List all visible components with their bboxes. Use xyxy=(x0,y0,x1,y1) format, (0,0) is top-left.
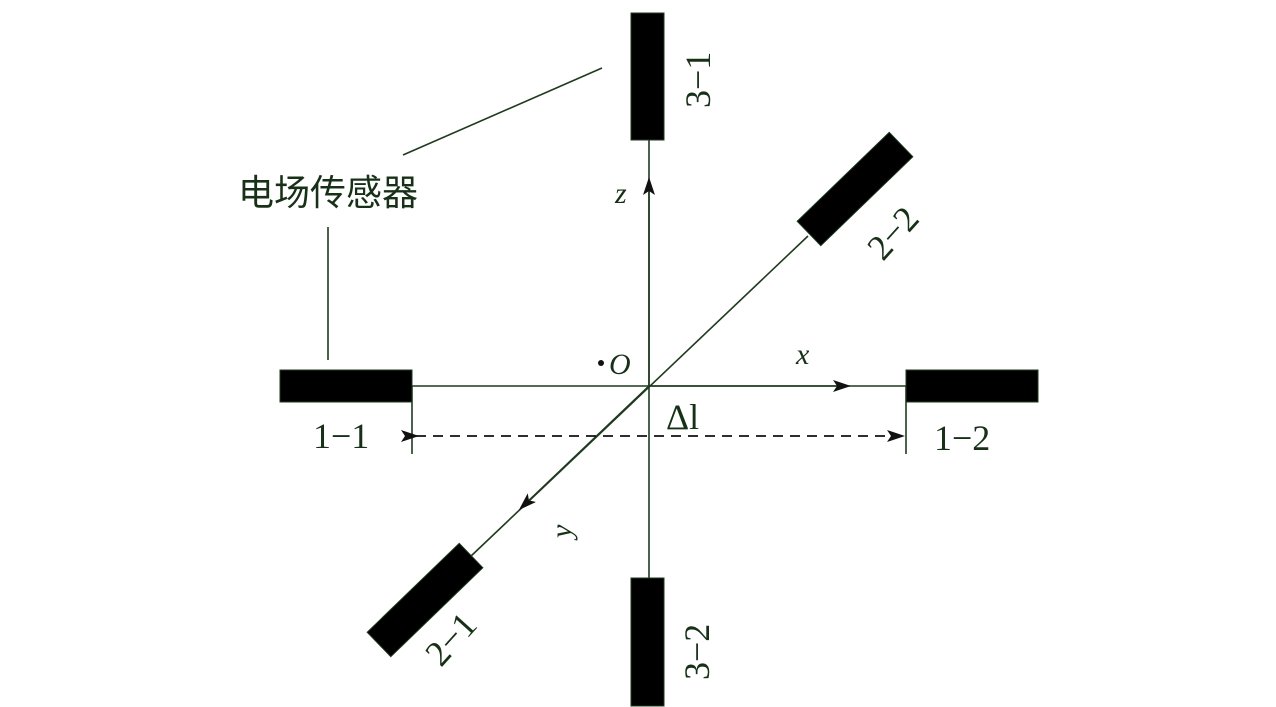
origin-dot xyxy=(598,360,604,366)
sensor-label-3-1: 3−1 xyxy=(678,52,718,108)
leader-line-upper xyxy=(402,67,603,156)
sensor-3-2 xyxy=(630,577,665,707)
x-axis-label: x xyxy=(795,338,810,371)
sensor-label-1-2: 1−2 xyxy=(934,418,990,458)
sensor-label-3-2: 3−2 xyxy=(677,624,717,680)
sensor-3-1 xyxy=(630,12,665,141)
sensor-label-1-1: 1−1 xyxy=(313,416,369,456)
origin-label: O xyxy=(609,348,631,381)
sensor-2-2 xyxy=(796,131,914,247)
y-axis-arrow xyxy=(518,385,650,511)
sensor-1-1 xyxy=(279,369,413,403)
sensor-2-1 xyxy=(366,542,484,658)
sensor-label-2-2: 2−2 xyxy=(859,199,926,268)
y-axis-label: y xyxy=(545,524,578,541)
delta-label: Δl xyxy=(666,397,699,437)
z-axis-label: z xyxy=(614,177,627,210)
sensor-group-label: 电场传感器 xyxy=(238,173,418,213)
sensor-1-2 xyxy=(905,369,1039,403)
